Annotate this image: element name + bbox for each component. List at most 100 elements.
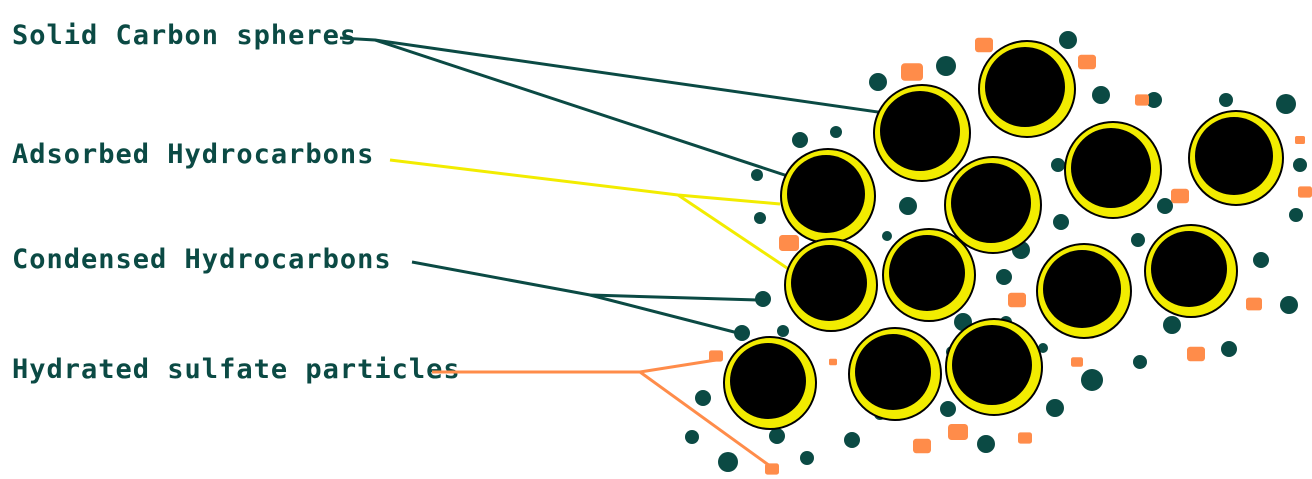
condensed-hydrocarbon-particle	[755, 291, 771, 307]
leader-condensed-a	[411, 260, 759, 302]
carbon-core	[791, 245, 867, 321]
label-condensed-hydrocarbons: Condensed Hydrocarbons	[12, 244, 392, 275]
sulfate-particle	[1018, 432, 1032, 444]
sulfate-particle	[765, 463, 779, 475]
carbon-sphere	[1036, 243, 1132, 339]
condensed-hydrocarbon-particle	[1293, 158, 1307, 172]
condensed-hydrocarbon-particle	[769, 428, 785, 444]
condensed-hydrocarbon-particle	[734, 325, 750, 341]
sulfate-particle	[829, 358, 837, 366]
condensed-hydrocarbon-particle	[1133, 355, 1147, 369]
sulfate-particle	[1246, 297, 1262, 311]
leader-lines	[339, 36, 921, 468]
condensed-hydrocarbon-particle	[1219, 93, 1233, 107]
condensed-hydrocarbon-particle	[1289, 208, 1303, 222]
carbon-sphere	[780, 148, 876, 244]
sulfate-particle	[1135, 94, 1149, 106]
carbon-core	[1071, 128, 1151, 208]
condensed-hydrocarbon-particle	[1059, 31, 1077, 49]
sulfate-particle	[1295, 136, 1305, 144]
condensed-hydrocarbon-particle	[899, 197, 917, 215]
sulfate-particle	[948, 424, 968, 440]
condensed-hydrocarbon-particle	[1221, 341, 1237, 357]
condensed-hydrocarbon-particle	[1276, 94, 1296, 114]
condensed-hydrocarbon-particle	[1053, 214, 1069, 230]
condensed-hydrocarbon-particle	[777, 325, 789, 337]
leader-sulfate-a	[432, 358, 717, 374]
carbon-core	[880, 91, 960, 171]
label-solid-carbon-spheres: Solid Carbon spheres	[12, 20, 357, 51]
sulfate-particle	[779, 235, 799, 251]
condensed-hydrocarbon-particle	[718, 452, 738, 472]
condensed-hydrocarbon-particle	[1280, 296, 1298, 314]
carbon-core	[1195, 117, 1273, 195]
sulfate-particle	[975, 37, 993, 53]
carbon-core	[1043, 250, 1121, 328]
sulfate-particle	[1187, 346, 1205, 362]
carbon-core	[787, 155, 865, 233]
carbon-sphere	[944, 156, 1042, 254]
sulfate-particle	[913, 438, 931, 454]
leader-adsorbed-a	[389, 158, 781, 206]
carbon-core	[730, 343, 806, 419]
carbon-sphere	[945, 318, 1043, 416]
condensed-hydrocarbon-particle	[1146, 92, 1162, 108]
condensed-hydrocarbon-particle	[844, 432, 860, 448]
carbon-core	[951, 163, 1031, 243]
condensed-hydrocarbon-particle	[1092, 86, 1110, 104]
carbon-sphere	[978, 40, 1076, 138]
condensed-hydrocarbon-particle	[1131, 233, 1145, 247]
label-hydrated-sulfate-particles: Hydrated sulfate particles	[12, 354, 461, 385]
condensed-hydrocarbon-particle	[685, 430, 699, 444]
condensed-hydrocarbon-particle	[1163, 316, 1181, 334]
carbon-core	[985, 47, 1065, 127]
condensed-hydrocarbon-particle	[1038, 343, 1048, 353]
sulfate-particle	[1298, 186, 1312, 198]
carbon-sphere	[1144, 224, 1238, 318]
condensed-hydrocarbon-particle	[1081, 369, 1103, 391]
leader-solid-carbon-a	[339, 36, 921, 120]
condensed-hydrocarbon-particle	[695, 390, 711, 406]
sulfate-particle	[1008, 292, 1026, 308]
condensed-hydrocarbon-particle	[869, 73, 887, 91]
sulfate-particle	[901, 63, 923, 81]
condensed-hydrocarbon-particle	[1157, 198, 1173, 214]
leader-solid-carbon-b	[374, 38, 819, 188]
condensed-hydrocarbon-particle	[1253, 252, 1269, 268]
condensed-hydrocarbon-particles	[685, 31, 1307, 472]
label-adsorbed-hydrocarbons: Adsorbed Hydrocarbons	[12, 139, 374, 170]
carbon-sphere	[873, 84, 971, 182]
carbon-spheres	[723, 40, 1284, 430]
leader-sulfate-b	[639, 370, 771, 468]
condensed-hydrocarbon-particle	[1046, 399, 1064, 417]
carbon-sphere	[1064, 121, 1162, 219]
carbon-sphere	[882, 228, 976, 322]
carbon-core	[855, 334, 931, 410]
condensed-hydrocarbon-particle	[754, 212, 766, 224]
leader-condensed-b	[589, 293, 739, 335]
condensed-hydrocarbon-particle	[1051, 158, 1065, 172]
sulfate-particle	[1078, 54, 1096, 70]
condensed-hydrocarbon-particle	[940, 401, 956, 417]
sulfate-particle	[709, 350, 723, 362]
carbon-core	[952, 325, 1032, 405]
leader-adsorbed-b	[677, 193, 791, 272]
condensed-hydrocarbon-particle	[830, 126, 842, 138]
carbon-sphere	[784, 238, 878, 332]
condensed-hydrocarbon-particle	[996, 269, 1012, 285]
carbon-sphere	[1188, 110, 1284, 206]
carbon-core	[1151, 231, 1227, 307]
condensed-hydrocarbon-particle	[882, 231, 892, 241]
carbon-sphere	[723, 336, 817, 430]
sulfate-particle	[1071, 357, 1083, 367]
carbon-sphere	[848, 327, 942, 421]
condensed-hydrocarbon-particle	[977, 435, 995, 453]
sulfate-particles	[709, 37, 1312, 475]
condensed-hydrocarbon-particle	[792, 132, 808, 148]
carbon-core	[889, 235, 965, 311]
condensed-hydrocarbon-particle	[800, 451, 814, 465]
condensed-hydrocarbon-particle	[936, 56, 956, 76]
sulfate-particle	[1171, 188, 1189, 204]
condensed-hydrocarbon-particle	[751, 169, 763, 181]
